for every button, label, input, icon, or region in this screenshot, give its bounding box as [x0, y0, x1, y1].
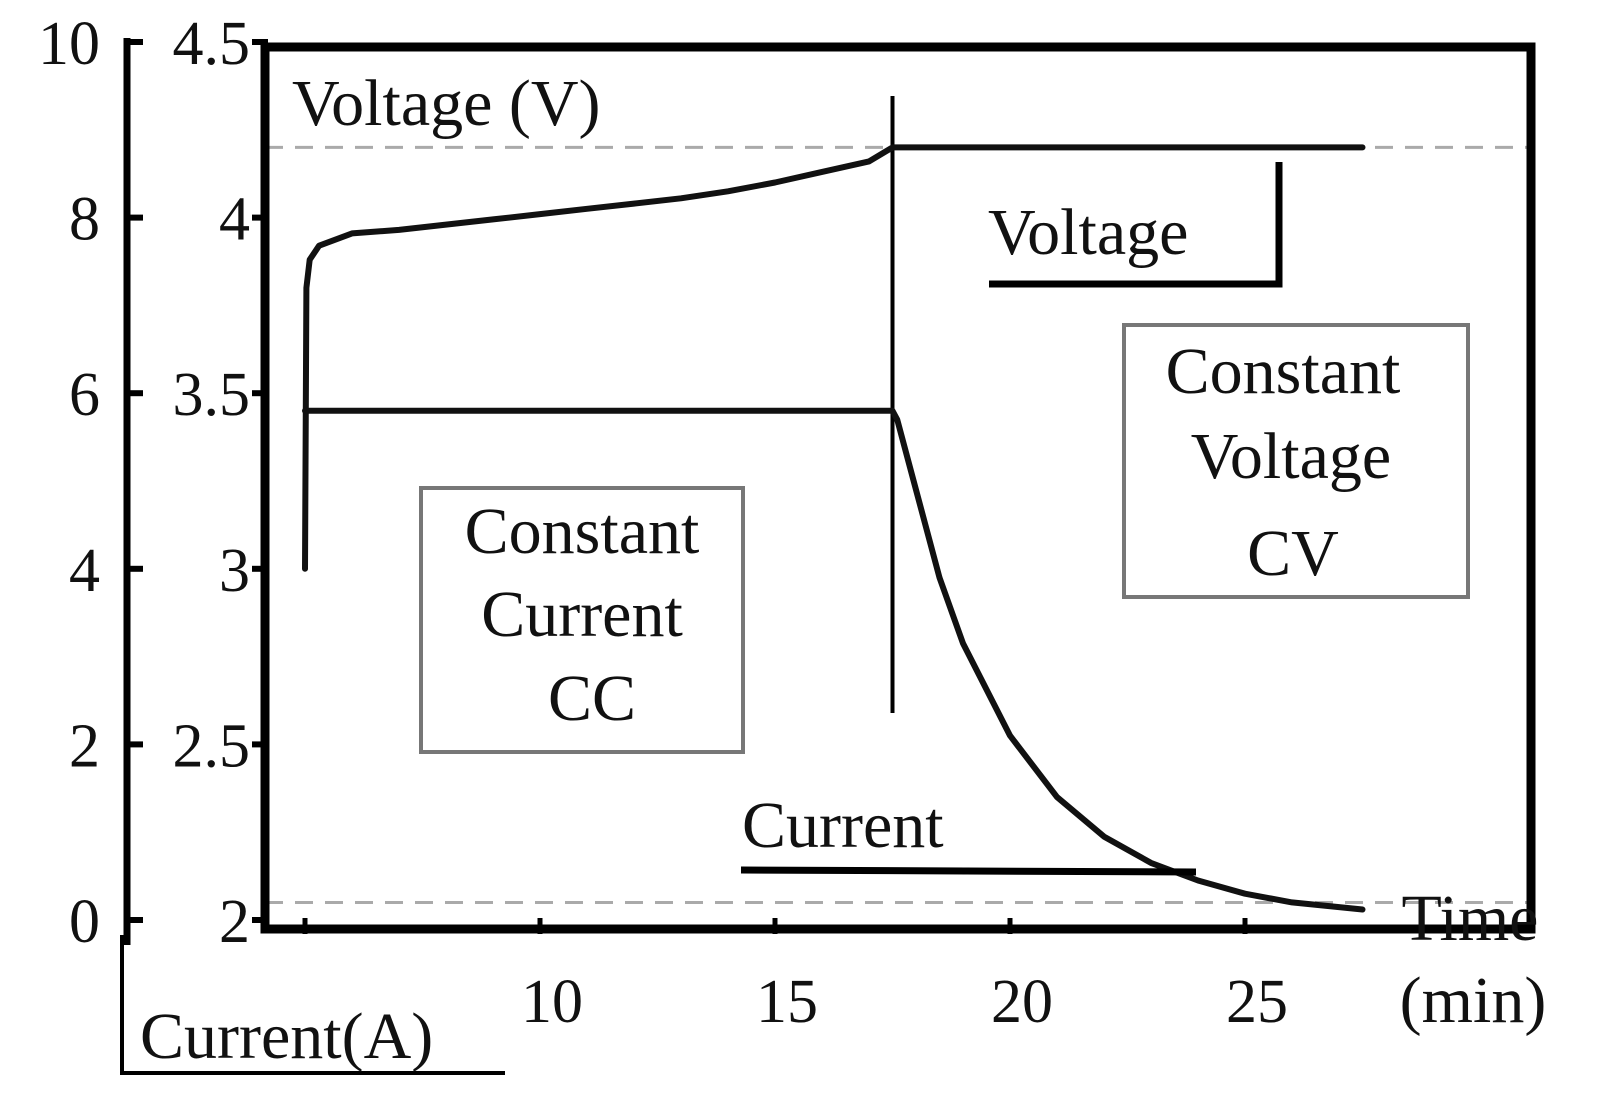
voltage-tag-bracket — [989, 162, 1283, 288]
current-axis-ticks: 0 2 4 6 8 10 — [38, 10, 143, 956]
time-axis-title: Time — [1402, 882, 1539, 955]
series-line-current — [302, 407, 1366, 913]
voltage-tick-label: 2.5 — [173, 712, 251, 780]
voltage-tick-label: 4.5 — [173, 10, 251, 78]
current-tag-label: Current — [742, 789, 944, 862]
current-tick-label: 10 — [38, 10, 100, 78]
voltage-axis-ticks: 2 2.5 3 3.5 4 4.5 — [173, 10, 268, 956]
current-tick-label: 2 — [69, 712, 100, 780]
time-axis-unit: (min) — [1400, 964, 1547, 1037]
cc-line-2: Current — [481, 578, 683, 651]
voltage-tick-label: 3 — [219, 537, 250, 605]
current-tick-label: 4 — [69, 537, 100, 605]
voltage-tick-label: 2 — [219, 888, 250, 956]
cv-box — [1122, 323, 1470, 599]
series-layer — [302, 144, 1366, 913]
current-tick-label: 6 — [69, 361, 100, 429]
cc-line-3: CC — [548, 662, 636, 735]
cc-box — [419, 486, 745, 754]
cv-line-2: Voltage — [1191, 420, 1391, 493]
voltage-axis-title: Voltage (V) — [292, 67, 601, 140]
voltage-tag-label: Voltage — [988, 196, 1188, 269]
time-tick-label: 10 — [521, 968, 583, 1036]
time-tick-label: 25 — [1226, 968, 1288, 1036]
cv-line-1: Constant — [1166, 335, 1401, 408]
current-tick-label: 0 — [69, 888, 100, 956]
time-axis-ticks: 10 15 20 25 — [302, 918, 1288, 1036]
current-tick-label: 8 — [69, 186, 100, 254]
voltage-tick-label: 4 — [219, 186, 250, 254]
series-line-voltage — [302, 144, 1366, 572]
current-axis-title: Current(A) — [140, 1000, 433, 1073]
time-tick-label: 20 — [991, 968, 1053, 1036]
current-tag-line — [740, 866, 1197, 876]
plot-frame — [260, 42, 1536, 934]
current-axis-bracket — [120, 935, 505, 1075]
cv-line-3: CV — [1247, 517, 1339, 590]
time-tick-label: 15 — [756, 968, 818, 1036]
cc-line-1: Constant — [465, 495, 700, 568]
voltage-tick-label: 3.5 — [173, 361, 251, 429]
